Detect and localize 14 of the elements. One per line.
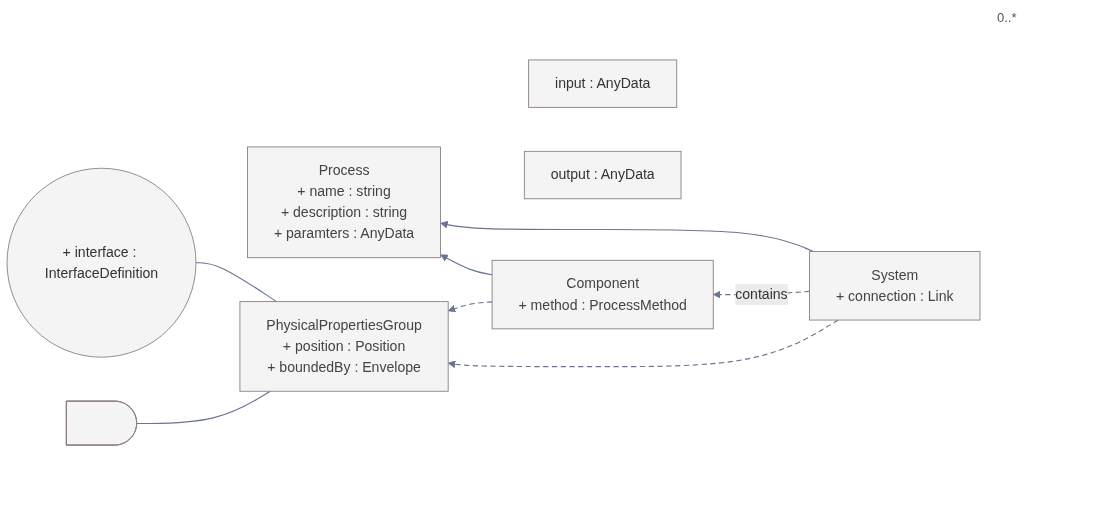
multiplicity-label: 0..* <box>997 10 1018 25</box>
node-circle: + interface : InterfaceDefinition <box>6 167 197 358</box>
edge-label: contains <box>735 286 788 302</box>
node-box: Component + method : ProcessMethod <box>491 259 714 330</box>
node-box: System + connection : Link <box>809 251 981 321</box>
arrow <box>440 254 493 276</box>
connector <box>195 262 278 303</box>
node-box: input : AnyData <box>528 59 678 108</box>
node-box: Process + name : string + description : string + paramters : AnyData <box>247 146 441 259</box>
node-box: output : AnyData <box>523 150 682 200</box>
arrow <box>447 319 839 369</box>
node-box: PhysicalPropertiesGroup + position : Position + boundedBy : Envelope <box>239 301 449 392</box>
connector <box>136 390 271 425</box>
arrow <box>447 301 493 313</box>
